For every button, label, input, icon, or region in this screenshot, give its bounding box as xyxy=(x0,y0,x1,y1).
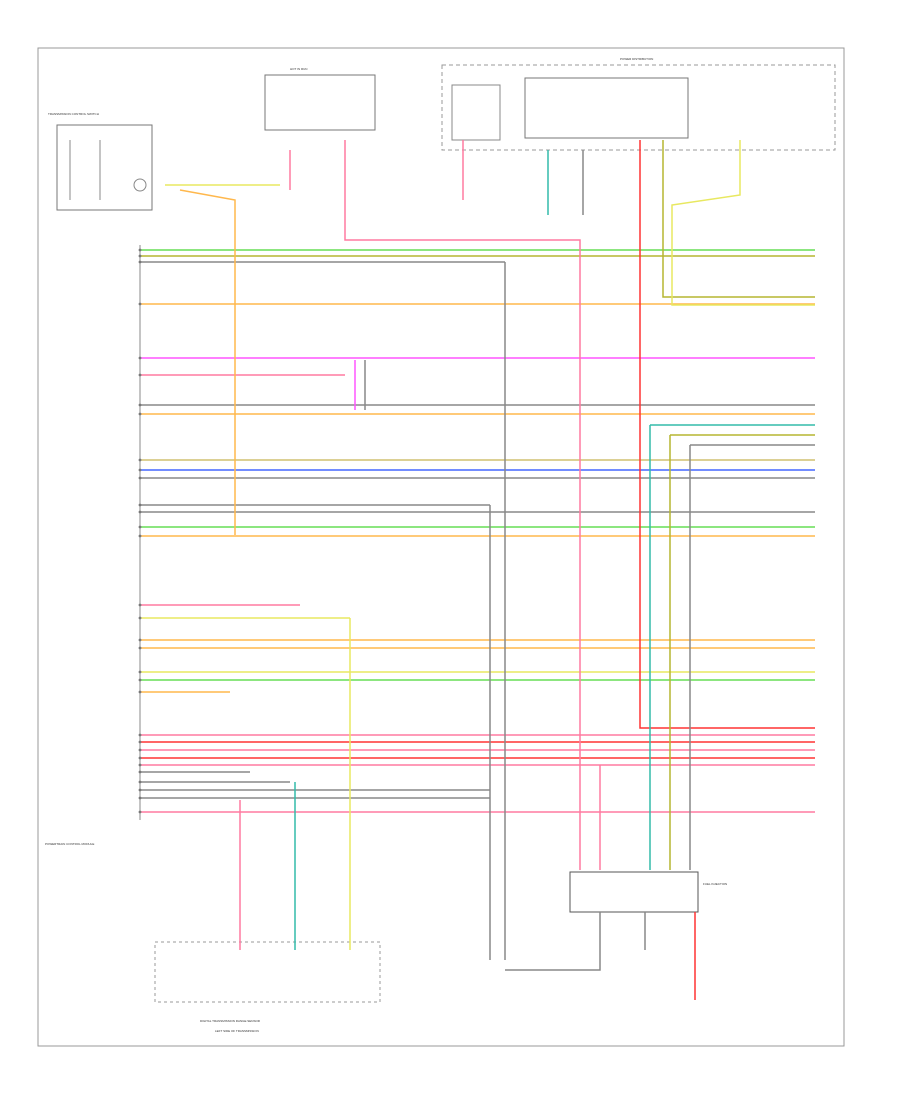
pin-dot xyxy=(138,534,142,538)
pin-dot xyxy=(138,740,142,744)
pin-dot xyxy=(138,646,142,650)
pin-dot xyxy=(138,373,142,377)
pin-dot xyxy=(138,260,142,264)
hot-in-run-fuse-box: HOT IN RUN xyxy=(264,67,376,131)
pin-dot xyxy=(138,503,142,507)
power-distribution-label: POWER DISTRIBUTION xyxy=(620,57,653,61)
transmission-range-sensor: DIGITAL TRANSMISSION RANGE SENSOR LEFT S… xyxy=(154,941,381,1033)
pin-dot xyxy=(138,468,142,472)
switch-title: TRANSMISSION CONTROL SWITCH xyxy=(48,112,99,116)
pin-dot xyxy=(138,756,142,760)
pin-dot xyxy=(138,254,142,258)
power-distribution-box: POWER DISTRIBUTION xyxy=(441,57,836,151)
hot-in-run-wire xyxy=(344,140,581,870)
pin-dot xyxy=(138,796,142,800)
pin-dot xyxy=(138,748,142,752)
pin-dot xyxy=(138,302,142,306)
pin-dot xyxy=(138,788,142,792)
hot-in-run-label: HOT IN RUN xyxy=(290,67,307,71)
sensor-label: DIGITAL TRANSMISSION RANGE SENSOR xyxy=(200,1019,261,1023)
power-dist-wire-4 xyxy=(639,140,815,729)
power-dist-wire-5 xyxy=(662,140,815,298)
pin-dot xyxy=(138,476,142,480)
pin-dot xyxy=(138,525,142,529)
pin-dot xyxy=(138,763,142,767)
pin-dots xyxy=(138,248,142,814)
pin-dot xyxy=(138,616,142,620)
pin-dot xyxy=(138,780,142,784)
switch-wire-1 xyxy=(179,189,236,535)
pcm-label: POWERTRAIN CONTROL MODULE xyxy=(45,842,94,846)
ground-wire xyxy=(505,912,601,971)
diagram-frame xyxy=(37,47,845,1047)
pin-dot xyxy=(138,510,142,514)
pin-dot xyxy=(138,412,142,416)
transmission-control-switch: TRANSMISSION CONTROL SWITCH xyxy=(48,112,153,211)
connector-label: FUEL INJECTION xyxy=(703,882,727,886)
pin-dot xyxy=(138,403,142,407)
power-dist-wire-6 xyxy=(671,140,815,306)
pin-dot xyxy=(138,690,142,694)
fuel-injection-connector: FUEL INJECTION xyxy=(569,871,727,913)
pin-dot xyxy=(138,356,142,360)
pin-dot xyxy=(138,638,142,642)
pin-dot xyxy=(138,770,142,774)
wires xyxy=(140,140,815,1000)
pin-dot xyxy=(138,733,142,737)
pin-dot xyxy=(138,810,142,814)
pin-dot xyxy=(138,670,142,674)
pin-dot xyxy=(138,248,142,252)
pin-dot xyxy=(138,458,142,462)
pin-dot xyxy=(138,678,142,682)
pin-dot xyxy=(138,603,142,607)
sensor-sub: LEFT SIDE OF TRANSMISSION xyxy=(215,1029,259,1033)
